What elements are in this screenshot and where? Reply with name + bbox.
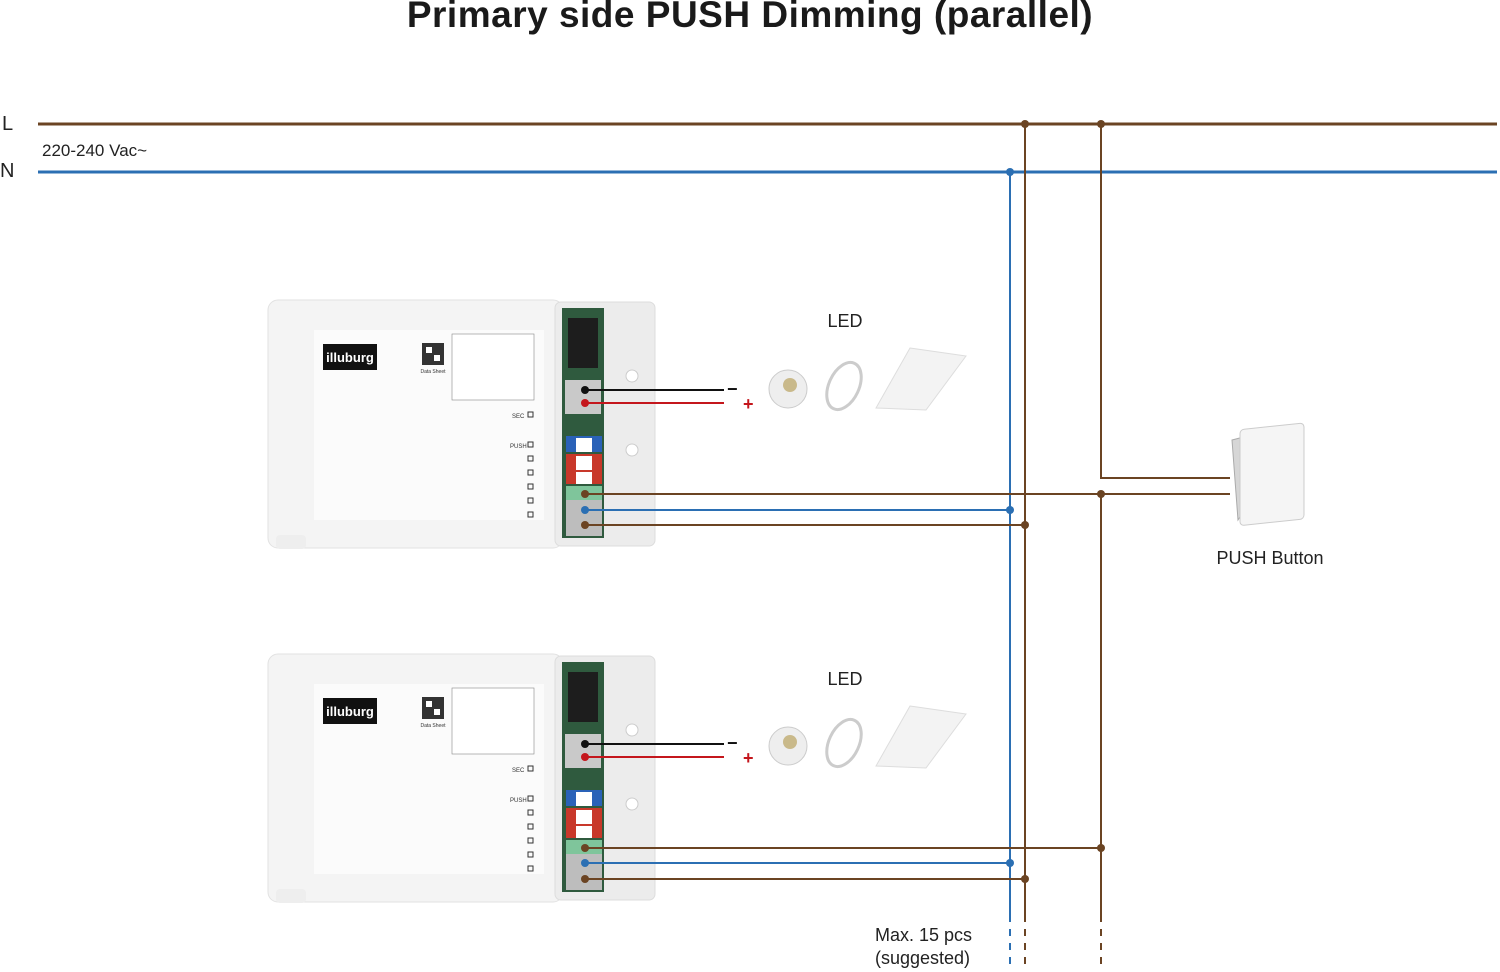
driver-brand-logo: illuburg bbox=[326, 704, 374, 719]
panel-light-icon bbox=[875, 347, 967, 411]
suggested-note: (suggested) bbox=[875, 948, 970, 968]
push-button-label: PUSH Button bbox=[1216, 548, 1323, 568]
line-label: L bbox=[2, 113, 13, 135]
sec-terminal-label: SEC bbox=[512, 414, 525, 420]
data-sheet-label: Data Sheet bbox=[420, 723, 446, 729]
voltage-label: 220-240 Vac~ bbox=[42, 141, 147, 160]
driver-2: illuburg Data Sheet SEC PUSH − + LED bbox=[267, 653, 1101, 904]
ring-light-icon bbox=[825, 717, 863, 769]
data-sheet-label: Data Sheet bbox=[420, 369, 446, 375]
led-label: LED bbox=[827, 669, 862, 689]
sec-terminal-label: SEC bbox=[512, 768, 525, 774]
driver-brand-logo: illuburg bbox=[326, 350, 374, 365]
push-button-switch bbox=[1231, 422, 1305, 526]
plus-sign: + bbox=[743, 748, 754, 768]
push-terminal-label: PUSH bbox=[510, 444, 527, 450]
plus-sign: + bbox=[743, 394, 754, 414]
diagram-title: Primary side PUSH Dimming (parallel) bbox=[406, 0, 1094, 35]
push-terminal-label: PUSH bbox=[510, 798, 527, 804]
max-pcs-note: Max. 15 pcs bbox=[875, 925, 972, 945]
ring-light-icon bbox=[825, 360, 863, 412]
minus-sign: − bbox=[727, 733, 738, 753]
neutral-label: N bbox=[0, 160, 14, 182]
push-feed-wire bbox=[1100, 124, 1230, 479]
junction-dots bbox=[1006, 120, 1105, 883]
panel-light-icon bbox=[875, 705, 967, 769]
driver-1: illuburg Data Sheet SEC PUSH − + LED bbox=[267, 299, 1101, 550]
led-label: LED bbox=[827, 311, 862, 331]
minus-sign: − bbox=[727, 379, 738, 399]
